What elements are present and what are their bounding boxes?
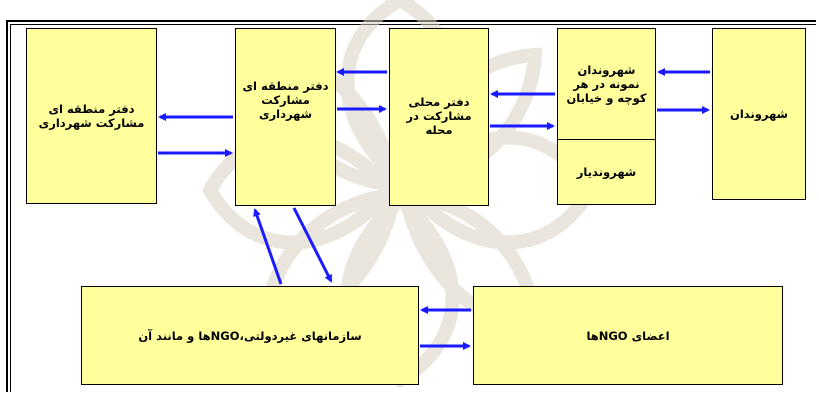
citizen-assistant-box: شهرونديار (557, 139, 656, 205)
arrow-ngos-to-region (253, 208, 283, 285)
region-office-label: دفتر منطقه ای مشارکت شهرداری (242, 79, 329, 121)
region-office-box: دفتر منطقه ای مشارکت شهرداری (235, 28, 336, 206)
local-office-label: دفتر محلی مشارکت در محله (406, 95, 472, 137)
ngos-box: سازمانهای غیردولتی،NGOها و مانند آن (81, 286, 419, 385)
ngos-label: سازمانهای غیردولتی،NGOها و مانند آن (138, 328, 362, 343)
ngo-members-label: اعضای NGOها (586, 328, 670, 343)
model-citizens-label: شهروندان نمونه در هر کوچه و خیابان (566, 63, 647, 105)
model-citizens-box: شهروندان نمونه در هر کوچه و خیابان (557, 28, 656, 140)
citizens-box: شهروندان (712, 28, 806, 200)
region-office-main-label: دفتر منطقه ای مشارکت شهرداری (38, 102, 145, 130)
region-office-main-box: دفتر منطقه ای مشارکت شهرداری (26, 28, 157, 204)
page-frame-inner (10, 24, 816, 392)
local-office-box: دفتر محلی مشارکت در محله (389, 28, 489, 206)
page-frame-outer (6, 20, 816, 392)
citizen-assistant-label: شهرونديار (576, 165, 637, 179)
ngo-members-box: اعضای NGOها (473, 286, 783, 385)
citizens-label: شهروندان (730, 107, 788, 121)
arrow-region-to-ngos (292, 207, 333, 283)
